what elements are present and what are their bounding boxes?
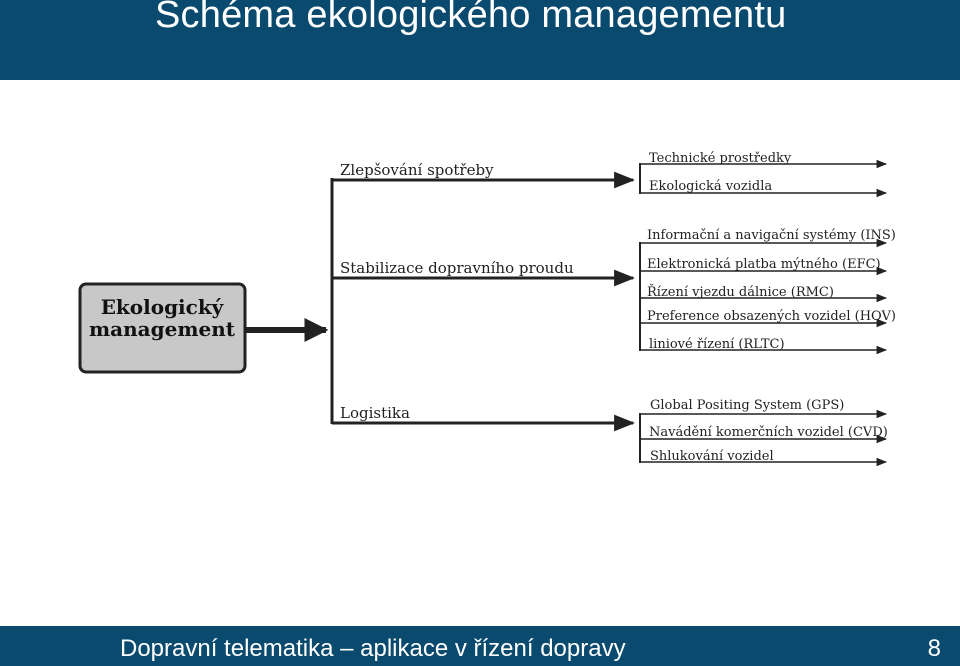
root-label-line1: Ekologický — [101, 295, 225, 319]
leaf-label: Preference obsazených vozidel (HOV) — [647, 309, 896, 324]
leaf-label: Ekologická vozidla — [649, 179, 772, 194]
leaf-label: Informační a navigační systémy (INS) — [647, 228, 896, 243]
leaf-label: Elektronická platba mýtného (EFC) — [647, 257, 881, 272]
leaf-label: Global Positing System (GPS) — [650, 398, 844, 413]
footer-bar: Dopravní telematika – aplikace v řízení … — [0, 626, 960, 666]
leaf-label: Navádění komerčních vozidel (CVD) — [649, 425, 888, 440]
title-bar: Schéma ekologického managementu — [0, 0, 960, 80]
slide-title: Schéma ekologického managementu — [155, 0, 787, 36]
branch-label-3: Logistika — [340, 404, 410, 422]
leaf-label: Shlukování vozidel — [650, 449, 774, 464]
leaf-label: Řízení vjezdu dálnice (RMC) — [647, 284, 834, 300]
footer-title: Dopravní telematika – aplikace v řízení … — [120, 635, 626, 662]
leaf-label: liniové řízení (RLTC) — [649, 337, 785, 352]
page-number: 8 — [927, 635, 941, 662]
leaf-label: Technické prostředky — [649, 151, 792, 166]
branch-label-2: Stabilizace dopravního proudu — [340, 259, 574, 277]
root-label-line2: management — [89, 317, 236, 341]
branch-label-1: Zlepšování spotřeby — [340, 161, 494, 179]
